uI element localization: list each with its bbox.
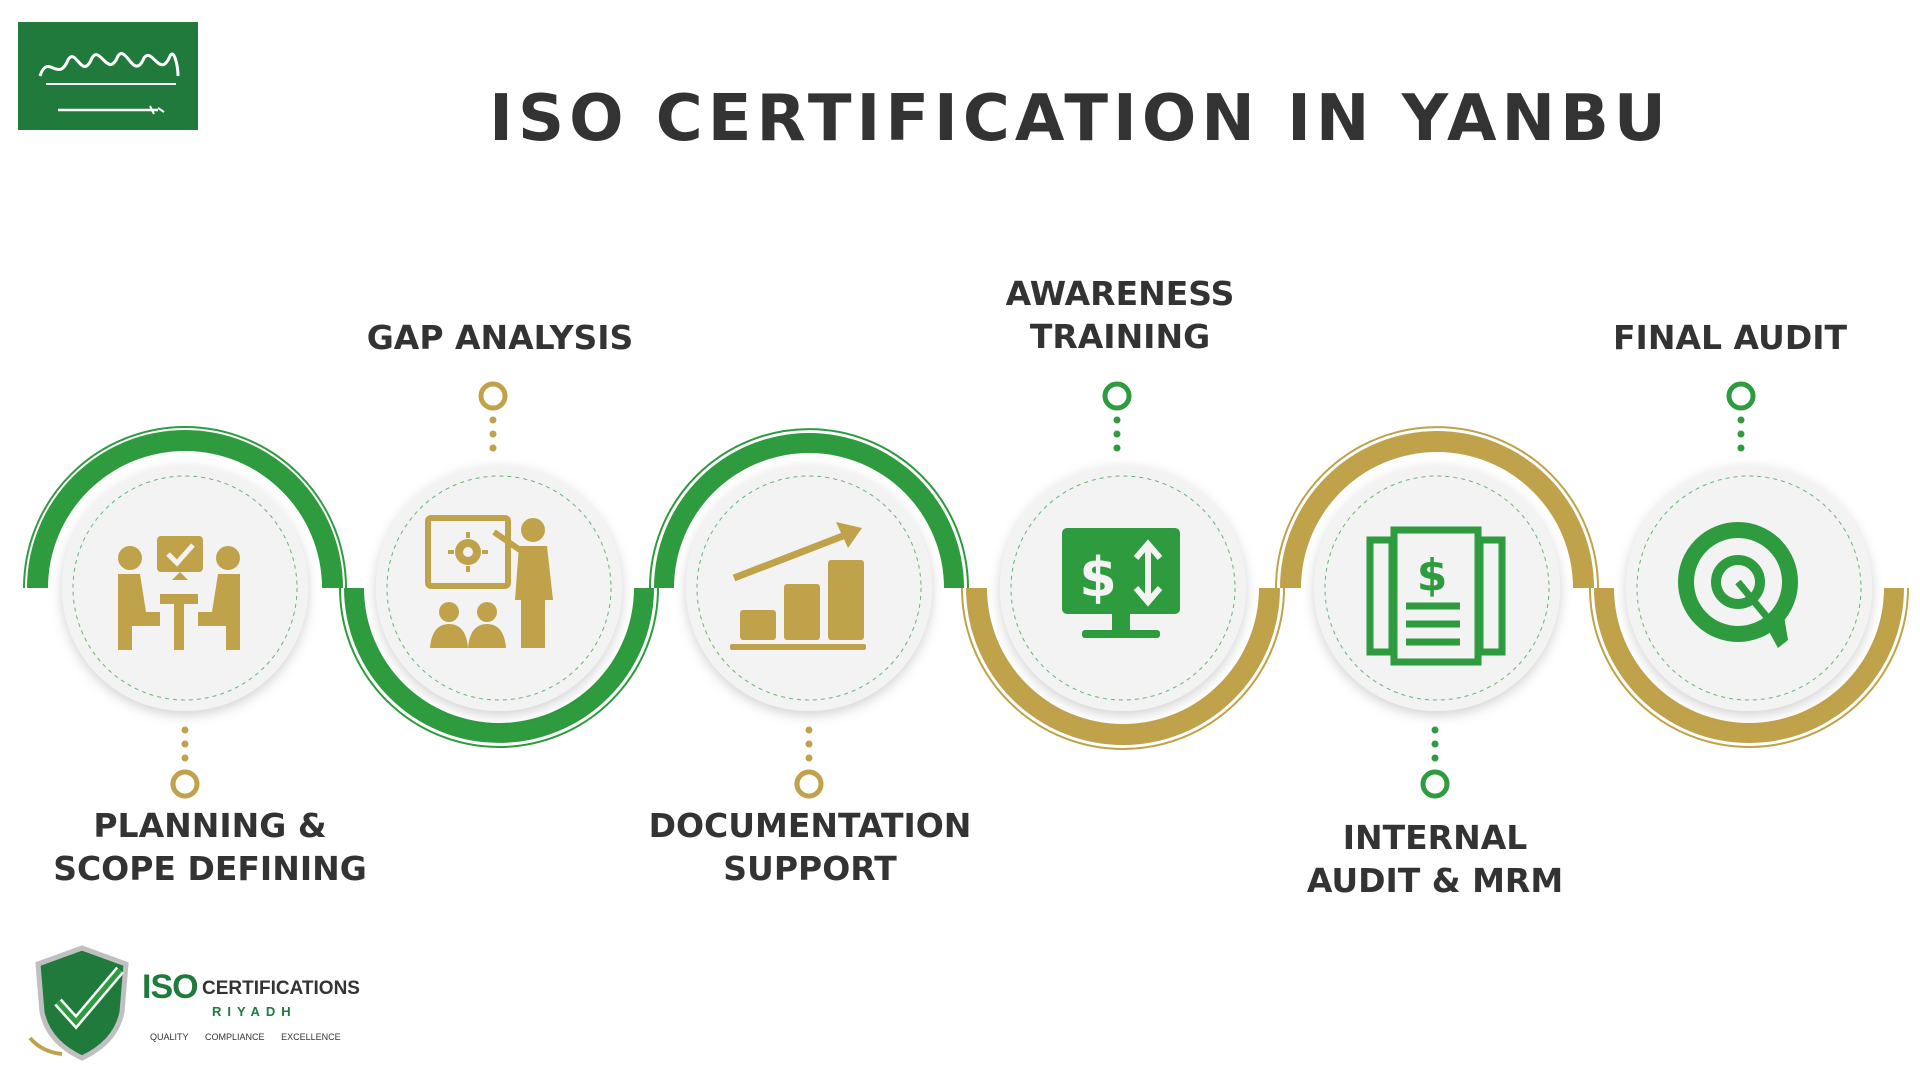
step-3-connector — [794, 726, 824, 799]
step-1-node — [62, 465, 308, 711]
svg-text:$: $ — [1417, 550, 1448, 601]
brand-logo: ISO CERTIFICATIONS RIYADH QUALITY COMPLI… — [22, 942, 390, 1062]
financial-document-icon: $ — [1366, 526, 1506, 666]
meeting-checklist-icon — [118, 536, 240, 650]
finance-monitor-icon: $ — [1062, 528, 1180, 638]
step-6-arc — [1594, 588, 1904, 743]
step-2-arc — [344, 588, 654, 743]
step-4-label: AWARENESS TRAINING — [1005, 274, 1235, 356]
step-4-connector — [1102, 381, 1132, 452]
target-icon — [1678, 522, 1798, 648]
step-6-connector — [1726, 381, 1756, 452]
step-5-arc — [1280, 431, 1594, 588]
step-3-arc — [654, 433, 964, 588]
step-6-label: FINAL AUDIT — [1613, 318, 1847, 357]
svg-text:$: $ — [1079, 546, 1117, 609]
logo-tag: QUALITY — [150, 1032, 189, 1042]
logo-tag: EXCELLENCE — [281, 1032, 341, 1042]
saudi-arabia-flag-icon — [18, 22, 198, 130]
logo-city: RIYADH — [212, 1004, 297, 1019]
logo-tag: COMPLIANCE — [205, 1032, 265, 1042]
logo-tags: QUALITY COMPLIANCE EXCELLENCE — [150, 1032, 355, 1042]
step-1-label: PLANNING & SCOPE DEFINING — [53, 806, 367, 888]
step-3-label: DOCUMENTATION SUPPORT — [648, 806, 972, 888]
shield-checkmark-icon — [28, 945, 129, 1061]
logo-brand: ISO — [142, 968, 199, 1006]
growth-chart-icon — [730, 522, 866, 650]
step-1-arc — [27, 430, 343, 588]
step-2-label: GAP ANALYSIS — [366, 318, 634, 357]
step-2-connector — [478, 381, 508, 452]
page-title: ISO CERTIFICATION IN YANBU — [489, 82, 1671, 156]
step-5-label: INTERNAL AUDIT & MRM — [1306, 818, 1564, 900]
step-1-connector — [170, 726, 200, 799]
step-5-connector — [1420, 726, 1450, 799]
presentation-icon — [425, 515, 553, 648]
step-4-arc — [966, 588, 1280, 745]
step-6-node — [1626, 465, 1872, 711]
logo-name: CERTIFICATIONS — [202, 978, 360, 999]
